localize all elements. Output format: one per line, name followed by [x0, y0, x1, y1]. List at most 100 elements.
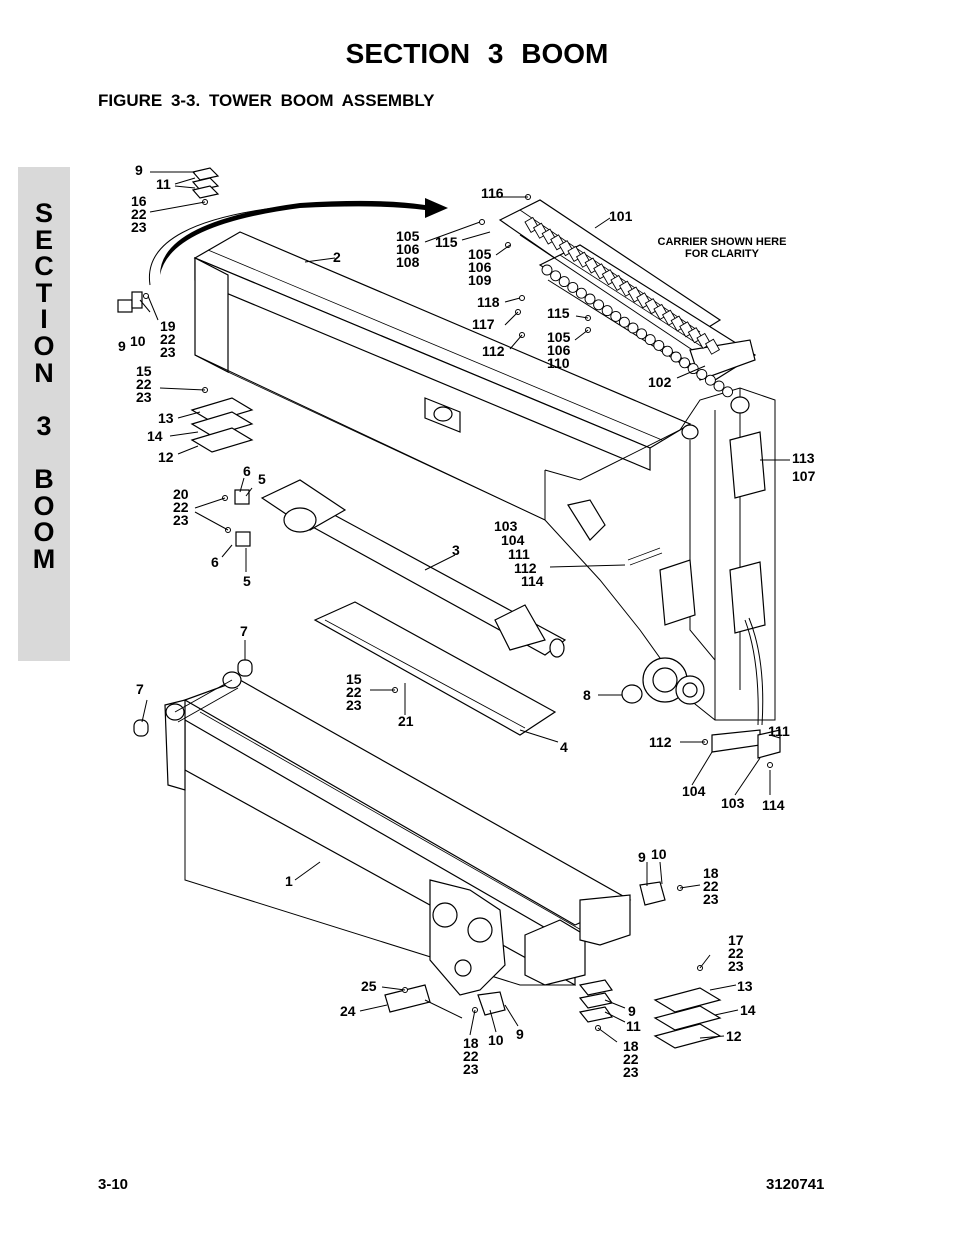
callout-labels: 9 11 16 22 23 2 19 22 23 9 10 15 22 23 1…: [118, 162, 816, 1080]
carrier-link-roller: [722, 386, 734, 398]
callout: 112: [482, 343, 505, 359]
pivot-pins: [133, 659, 643, 737]
callout: 22: [136, 376, 152, 392]
callout: 12: [726, 1028, 742, 1044]
callout: 9: [135, 162, 143, 178]
callout: 22: [463, 1048, 479, 1064]
callout: 23: [136, 389, 152, 405]
callout: 15: [346, 671, 362, 687]
callout: 107: [792, 468, 816, 484]
callout: 11: [626, 1018, 641, 1034]
callout: 19: [160, 318, 176, 334]
side-tab-letter: M: [32, 543, 56, 574]
callout: 7: [136, 681, 144, 697]
carrier-link-roller: [670, 351, 682, 363]
callout: 9: [118, 338, 126, 354]
callout: 106: [468, 259, 492, 275]
callout: 3: [452, 542, 460, 558]
callout: 22: [131, 206, 147, 222]
callout: 103: [721, 795, 745, 811]
side-tab-letter: T: [35, 277, 53, 308]
callout: 22: [346, 684, 362, 700]
small-pads: [117, 167, 781, 1023]
callout: 7: [240, 623, 248, 639]
callout: 15: [136, 363, 152, 379]
callout: 9: [516, 1026, 524, 1042]
side-tab-letter: N: [34, 357, 54, 388]
side-tab-letter: O: [33, 330, 55, 361]
callout: 6: [211, 554, 219, 570]
callout: 115: [435, 234, 458, 250]
callout: 13: [737, 978, 753, 994]
carrier-link-roller: [575, 287, 587, 299]
wear-pads: [190, 397, 722, 1049]
callout: 18: [463, 1035, 479, 1051]
callout: 23: [728, 958, 744, 974]
side-tab-letter: C: [34, 251, 54, 282]
callout: 101: [609, 208, 633, 224]
boom-cylinder: [260, 479, 567, 658]
callout: 11: [156, 176, 171, 192]
callout: 109: [468, 272, 492, 288]
callout: 118: [477, 294, 500, 310]
carrier-links: [524, 216, 734, 398]
side-tab-letter: B: [34, 463, 54, 494]
callout: 10: [651, 846, 667, 862]
callout: 104: [682, 783, 706, 799]
side-tab-letter: 3: [36, 410, 52, 441]
note-line-1: CARRIER SHOWN HERE: [658, 236, 787, 248]
callout: 4: [560, 739, 568, 755]
note-line-2: FOR CLARITY: [685, 248, 760, 260]
cover-plate: [313, 601, 557, 736]
base-boom-tube: [164, 671, 632, 996]
callout: 25: [361, 978, 377, 994]
callout: 9: [638, 849, 646, 865]
carrier-link-roller: [593, 299, 605, 311]
callout: 10: [488, 1032, 504, 1048]
callout: 22: [703, 878, 719, 894]
figure-title: FIGURE 3-3. TOWER BOOM ASSEMBLY: [98, 91, 435, 110]
carrier-link-roller: [618, 316, 630, 328]
side-tab-letter: O: [33, 490, 55, 521]
tower-boom-tube: [193, 231, 776, 726]
callout: 23: [173, 512, 189, 528]
callout: 18: [623, 1038, 639, 1054]
placement-arrow: [148, 198, 448, 286]
carrier-link-roller: [644, 334, 656, 346]
carrier-link-roller: [704, 374, 716, 386]
carrier-link-roller: [550, 270, 562, 282]
carrier-link: [704, 338, 721, 355]
carrier-link-roller: [713, 380, 725, 392]
callout: 22: [728, 945, 744, 961]
callout: 14: [740, 1002, 756, 1018]
callout: 117: [472, 316, 495, 332]
fastener: [519, 295, 525, 301]
carrier-link-roller: [541, 264, 553, 276]
fastener: [767, 762, 773, 768]
callout: 105: [396, 228, 420, 244]
fastener: [505, 242, 511, 248]
carrier-link-roller: [696, 368, 708, 380]
carrier-link-roller: [653, 339, 665, 351]
callout: 106: [396, 241, 420, 257]
callout: 23: [463, 1061, 479, 1077]
carrier-link-roller: [661, 345, 673, 357]
carrier-link-roller: [567, 281, 579, 293]
callout: 104: [501, 532, 525, 548]
callout: 8: [583, 687, 591, 703]
callout: 23: [346, 697, 362, 713]
carrier-link-roller: [679, 357, 691, 369]
carrier-link-roller: [584, 293, 596, 305]
callout: 108: [396, 254, 420, 270]
callout: 114: [521, 573, 544, 589]
carrier-link-roller: [601, 305, 613, 317]
callout: 110: [547, 355, 570, 371]
side-tab-letter: O: [33, 517, 55, 548]
callout: 9: [628, 1003, 636, 1019]
carrier-link-roller: [610, 310, 622, 322]
leader-lines: [139, 171, 790, 1043]
callout: 5: [258, 471, 266, 487]
